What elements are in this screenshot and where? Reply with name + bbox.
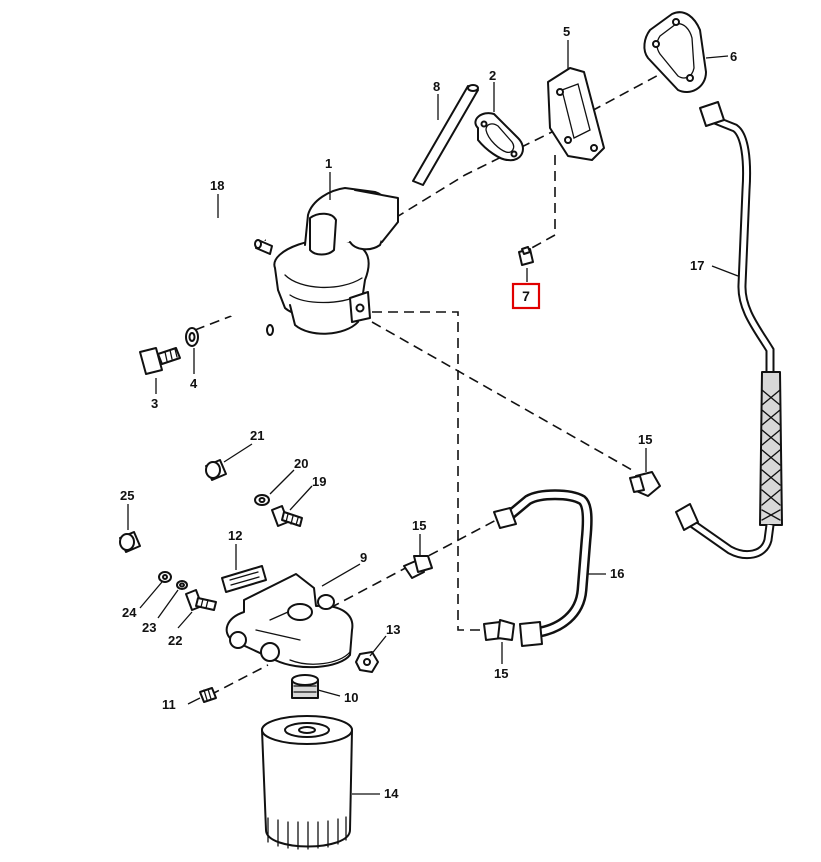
label-part-19: 19 bbox=[312, 474, 326, 489]
label-part-3: 3 bbox=[151, 396, 158, 411]
label-part-15c: 15 bbox=[494, 666, 508, 681]
part-2-gasket[interactable] bbox=[474, 112, 524, 162]
label-part-7: 7 bbox=[522, 288, 530, 304]
part-15a-fitting[interactable] bbox=[629, 471, 661, 497]
part-17-fuel-line[interactable] bbox=[675, 101, 783, 560]
label-part-1: 1 bbox=[325, 156, 332, 171]
assembly-lines bbox=[194, 57, 691, 696]
part-12-label-plate[interactable] bbox=[221, 565, 267, 593]
label-part-17: 17 bbox=[690, 258, 704, 273]
label-part-10: 10 bbox=[344, 690, 358, 705]
label-part-23: 23 bbox=[142, 620, 156, 635]
part-23-washer[interactable] bbox=[176, 580, 188, 590]
label-part-6: 6 bbox=[730, 49, 737, 64]
label-part-15b: 15 bbox=[412, 518, 426, 533]
part-24-washer[interactable] bbox=[158, 571, 172, 583]
part-20-washer[interactable] bbox=[254, 494, 270, 506]
label-part-15a: 15 bbox=[638, 432, 652, 447]
part-15b-fitting[interactable] bbox=[403, 555, 433, 579]
part-1-fuel-pump[interactable] bbox=[254, 187, 399, 335]
label-part-4: 4 bbox=[190, 376, 198, 391]
part-21-spacer[interactable] bbox=[205, 459, 227, 481]
part-6-gasket[interactable] bbox=[643, 11, 707, 93]
label-part-5: 5 bbox=[563, 24, 570, 39]
label-part-16: 16 bbox=[610, 566, 624, 581]
part-8-tube[interactable] bbox=[412, 84, 479, 186]
part-22-bolt[interactable] bbox=[185, 589, 217, 611]
part-18-hose[interactable] bbox=[187, 220, 274, 336]
label-part-24: 24 bbox=[122, 605, 137, 620]
part-16-line[interactable] bbox=[493, 489, 593, 647]
label-part-22: 22 bbox=[168, 633, 182, 648]
label-part-11: 11 bbox=[162, 697, 176, 712]
part-7-plug[interactable] bbox=[518, 246, 534, 266]
part-13-nut[interactable] bbox=[355, 651, 379, 673]
leader-lines bbox=[127, 40, 739, 795]
part-19-bolt[interactable] bbox=[271, 505, 303, 527]
part-3-bolt[interactable] bbox=[139, 347, 181, 375]
label-part-9: 9 bbox=[360, 550, 367, 565]
highlighted-label-part-7[interactable]: 7 bbox=[511, 282, 541, 310]
label-part-12: 12 bbox=[228, 528, 242, 543]
part-25-spacer[interactable] bbox=[119, 531, 141, 553]
label-part-14: 14 bbox=[384, 786, 399, 801]
part-15c-fitting[interactable] bbox=[483, 619, 515, 641]
part-4-washer[interactable] bbox=[185, 327, 199, 347]
part-labels: 1 2 3 4 5 6 8 9 10 11 12 13 14 15 15 15 … bbox=[120, 24, 737, 801]
part-11-plug[interactable] bbox=[199, 687, 217, 703]
label-part-25: 25 bbox=[120, 488, 134, 503]
label-part-20: 20 bbox=[294, 456, 308, 471]
label-part-13: 13 bbox=[386, 622, 400, 637]
part-14-filter[interactable] bbox=[261, 715, 353, 850]
label-part-18: 18 bbox=[210, 178, 224, 193]
part-5-plate[interactable] bbox=[547, 67, 605, 161]
label-part-21: 21 bbox=[250, 428, 264, 443]
part-9-filter-base[interactable] bbox=[225, 573, 354, 669]
label-part-8: 8 bbox=[433, 79, 440, 94]
label-part-2: 2 bbox=[489, 68, 496, 83]
part-10-adapter[interactable] bbox=[291, 674, 319, 699]
highlight-box bbox=[511, 282, 541, 310]
